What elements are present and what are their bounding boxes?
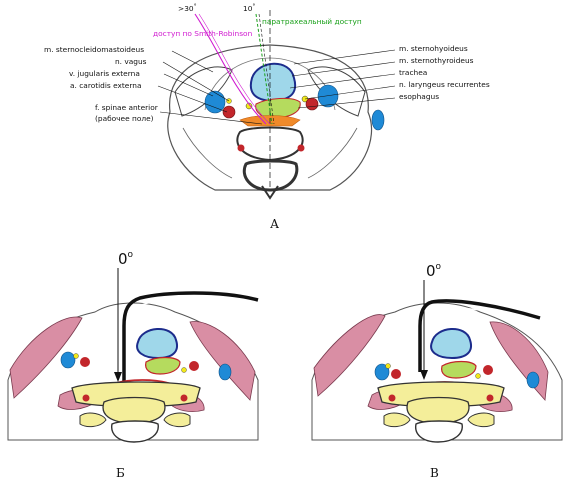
panel-v-vein-right [526, 371, 540, 389]
panel-v-nerve-left [385, 363, 391, 369]
panel-b-retractor [122, 291, 259, 388]
panel-b-lamina-right [163, 412, 191, 428]
spinal-canal [242, 159, 299, 192]
panel-a-letter: А [270, 217, 279, 231]
panel-b-nerve-right [181, 367, 187, 373]
panel-b-vertebra [71, 381, 201, 408]
panel-v-retractor-inner [425, 306, 541, 372]
trachea-shape [249, 62, 297, 103]
paratracheal-path [255, 13, 273, 125]
panel-v-letter: В [430, 466, 439, 480]
vertebral-artery-right [297, 144, 305, 152]
panel-v-arrow-head [420, 370, 428, 380]
panel-v-diagram: 0o В [311, 262, 563, 480]
label-fascia: f. spinae anterior [95, 103, 159, 112]
leader-laryngeal [304, 85, 396, 100]
angle-30-label: >30° [178, 3, 197, 13]
label-scm: m. sternocleidomastoideus [44, 45, 144, 54]
panel-b-trachea [136, 328, 178, 360]
panel-v-esophagus [441, 360, 477, 379]
panel-b-muscle-left [9, 316, 83, 399]
panel-b-vertebral-body [102, 396, 166, 425]
panel-b-muscle-right [189, 321, 256, 401]
spinous-process [261, 185, 279, 200]
panel-b-lamina-left [79, 412, 107, 428]
panel-v-lamina-left [383, 412, 411, 428]
panel-b-angle-label: 0o [118, 250, 134, 268]
panel-v-trachea [430, 328, 472, 360]
panel-v-spinal-canal [415, 420, 463, 443]
jugular-vein-right [317, 84, 339, 108]
scm-left-outline [174, 66, 233, 117]
label-fascia-note: (рабочее поле) [95, 114, 154, 123]
leader-trachea [289, 73, 396, 89]
panel-v-nerve-right [475, 373, 481, 379]
panel-v-vert-artery-right [486, 394, 494, 402]
esophagus-shape [255, 97, 301, 119]
leader-sternohyoid [293, 49, 396, 65]
panel-b-vein-right [218, 363, 232, 381]
smith-robinson-approach-label: доступ по Smith-Robinson [153, 29, 253, 38]
panel-b-nerve-left [73, 353, 79, 359]
label-carotid: a. carotidis externa [70, 81, 141, 90]
label-sternohyoid: m. sternohyoideus [399, 44, 468, 53]
label-jugular: v. jugularis externa [69, 69, 140, 78]
panel-v-angle-label: 0o [426, 262, 442, 280]
laryngeal-nerve-left [245, 102, 253, 110]
panel-b-vert-artery-left [82, 394, 90, 402]
paratracheal-approach-label: паратрахеальный доступ [262, 17, 362, 26]
carotid-artery-right [305, 97, 319, 111]
label-sternothyroid: m. sternothyroideus [399, 56, 474, 65]
deep-muscles-right [307, 127, 358, 179]
panel-a-diagram: >30° 10° паратрахеальный доступ доступ п… [44, 3, 490, 231]
label-trachea: trachea [399, 68, 427, 77]
neck-outline [167, 44, 373, 191]
panel-b-arrow-head [114, 372, 122, 382]
smith-robinson-path-2 [198, 13, 271, 125]
panel-b-artery-right [189, 361, 199, 371]
deep-muscles-left [182, 127, 233, 179]
panel-v-vert-artery-left [388, 394, 396, 402]
panel-b-retractor-inner [129, 298, 259, 388]
vertebral-artery-left [237, 144, 245, 152]
label-laryngeal: n. laryngeus recurrentes [399, 80, 490, 89]
panel-b-diagram: 0o Б [7, 250, 259, 480]
smith-robinson-path [194, 13, 267, 125]
panel-v-vein-left [374, 363, 390, 381]
panel-b-spinal-canal [111, 420, 159, 443]
panel-b-esophagus [145, 356, 181, 375]
label-vagus: n. vagus [115, 57, 147, 66]
panel-v-retractor [418, 299, 541, 372]
jugular-vein-far-right [371, 109, 385, 131]
leader-fascia [159, 111, 263, 125]
panel-v-muscle-left [313, 314, 386, 397]
label-esophagus: esophagus [399, 92, 439, 101]
angle-10-label: 10° [243, 3, 255, 13]
panel-v-lamina-right [467, 412, 495, 428]
paratracheal-path-2 [258, 13, 275, 125]
scm-right-outline [307, 66, 366, 117]
panel-v-artery-right [483, 365, 493, 375]
leader-sternothyroid [291, 61, 396, 77]
leader-esophagus [297, 97, 396, 109]
panel-v-artery-left [391, 369, 401, 379]
jugular-vein-left [204, 90, 226, 114]
leader-vagus [162, 61, 230, 102]
panel-b-vein-left [60, 351, 76, 369]
leader-jugular [163, 73, 214, 97]
panel-b-letter: Б [116, 466, 125, 480]
panel-v-vertebral-body [406, 396, 470, 425]
leader-carotid [157, 85, 228, 113]
panel-b-vert-artery-right [180, 394, 188, 402]
leader-scm [171, 50, 214, 73]
carotid-artery-left [222, 105, 236, 119]
panel-b-artery-left [80, 357, 90, 367]
